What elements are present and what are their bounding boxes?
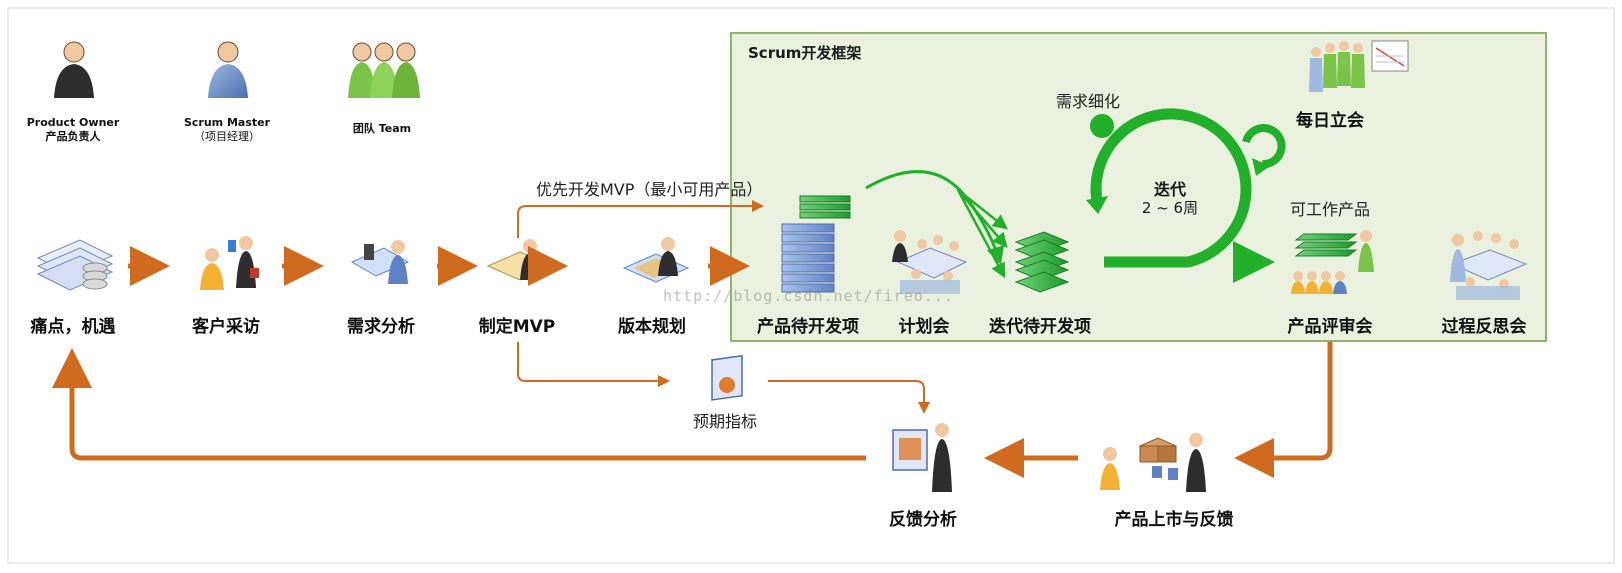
planning-meeting-icon <box>892 230 968 294</box>
iteration-cycle <box>1090 108 1252 268</box>
arrow-mvp-priority <box>517 200 764 238</box>
scrum-master-icon <box>208 41 248 98</box>
arrow-review-to-launch <box>1234 342 1333 478</box>
feedback-analysis-icon <box>892 423 952 492</box>
daily-standup-icon <box>1309 40 1409 92</box>
interview-icon <box>200 236 259 290</box>
team-icon <box>348 42 420 98</box>
planning-meeting-label: 计划会 <box>898 317 950 337</box>
watermark: http://blog.csdn.net/fireo... <box>663 287 954 305</box>
product-owner-label: Product Owner 产品负责人 <box>27 116 120 144</box>
retrospective-icon <box>1450 231 1528 300</box>
release-planning-label: 版本规划 <box>618 317 686 337</box>
sprint-backlog-label: 迭代待开发项 <box>989 317 1091 337</box>
interview-label: 客户采访 <box>192 317 260 337</box>
retrospective-label: 过程反思会 <box>1441 317 1527 337</box>
arrow-mvp-to-metrics <box>517 342 670 387</box>
launch-feedback-label: 产品上市与反馈 <box>1114 510 1234 530</box>
product-owner-en: Product Owner <box>26 116 120 129</box>
mvp-label: 制定MVP <box>478 317 556 337</box>
feedback-analysis-label: 反馈分析 <box>889 510 957 530</box>
working-product-icon <box>1291 230 1374 294</box>
green-arrows <box>865 108 1286 283</box>
team-label: 团队 Team <box>352 122 412 135</box>
expected-metrics-label: 预期指标 <box>692 412 758 431</box>
mvp-priority-note: 优先开发MVP（最小可用产品） <box>536 180 763 199</box>
product-backlog-label: 产品待开发项 <box>757 317 859 337</box>
iteration-label: 迭代 <box>1153 180 1187 199</box>
daily-standup-label: 每日立会 <box>1296 111 1364 131</box>
scrum-frame-title: Scrum开发框架 <box>748 44 862 62</box>
sprint-backlog-icon <box>1014 231 1070 293</box>
review-label: 产品评审会 <box>1287 317 1373 337</box>
release-planning-icon <box>622 237 690 283</box>
arrow-metrics-to-feedback <box>768 380 930 414</box>
product-owner-cn: 产品负责人 <box>45 130 101 143</box>
scrum-master-en: Scrum Master <box>183 116 271 129</box>
expected-metrics-icon <box>711 354 743 401</box>
refinement-label: 需求细化 <box>1055 92 1121 111</box>
arrow-feedback-to-pain <box>52 348 866 461</box>
daily-cycle <box>1242 124 1286 169</box>
pain-points-icon <box>36 239 114 291</box>
scrum-master-label: Scrum Master （项目经理） <box>184 116 270 144</box>
analysis-icon <box>350 240 410 284</box>
scrum-master-cn: （项目经理） <box>194 130 260 143</box>
iteration-length: 2 ~ 6周 <box>1141 199 1199 217</box>
refinement-dot <box>1090 114 1114 138</box>
product-owner-icon <box>54 41 94 98</box>
orange-arrows <box>52 200 1333 478</box>
working-product-label: 可工作产品 <box>1289 200 1371 219</box>
launch-feedback-icon <box>1100 433 1206 492</box>
product-backlog-icon <box>781 195 851 293</box>
pain-points-label: 痛点，机遇 <box>30 317 116 337</box>
analysis-label: 需求分析 <box>347 317 415 337</box>
